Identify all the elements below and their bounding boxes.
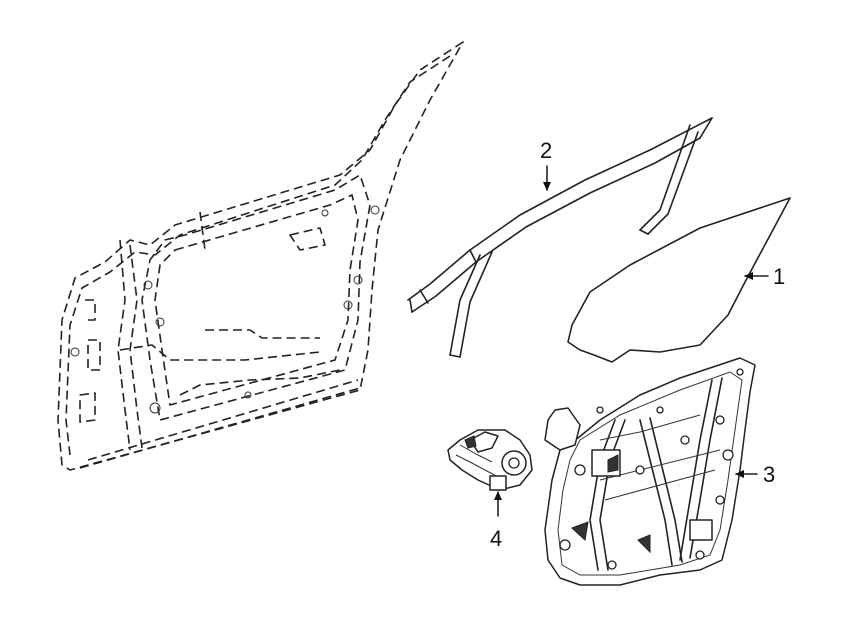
door-shell: [57, 41, 464, 471]
regulator-motor: [447, 429, 533, 491]
leader-lines: [494, 165, 769, 517]
callout-1-label: 1: [773, 264, 786, 289]
callout-2-label: 2: [540, 138, 553, 163]
door-glass: [567, 197, 791, 363]
callout-3-label: 3: [763, 462, 776, 487]
callout-4-label: 4: [490, 526, 503, 551]
glass-run-channel: [407, 117, 713, 358]
window-regulator: [544, 357, 756, 586]
